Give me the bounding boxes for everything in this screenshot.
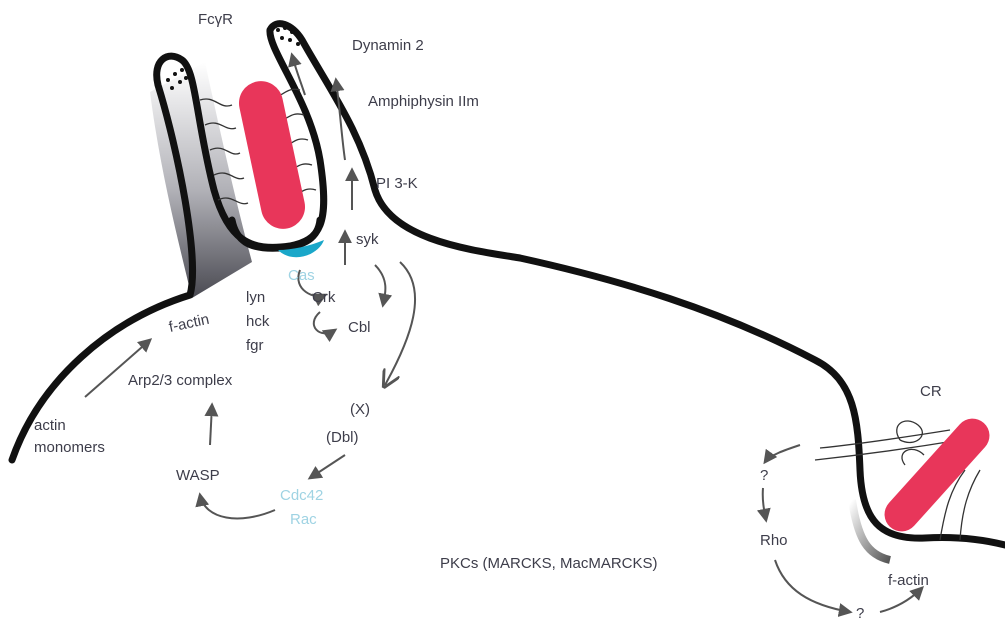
label-pkcs: PKCs (MARCKS, MacMARCKS) <box>440 555 658 572</box>
label-arp23: Arp2/3 complex <box>128 372 233 389</box>
label-dbl: (Dbl) <box>326 429 359 446</box>
label-crk: Crk <box>312 289 336 306</box>
label-rho: Rho <box>760 532 788 549</box>
label-q1: ? <box>760 467 768 484</box>
label-cbl: Cbl <box>348 319 371 336</box>
label-wasp: WASP <box>176 467 220 484</box>
label-pi3k: PI 3-K <box>376 175 418 192</box>
label-amphiphysin: Amphiphysin IIm <box>368 93 479 110</box>
label-syk: syk <box>356 231 379 248</box>
label-fgr: fgr <box>246 337 264 354</box>
label-factin-left: f-actin <box>167 311 211 336</box>
label-rac: Rac <box>290 511 317 528</box>
label-monomers: monomers <box>34 439 105 456</box>
label-hck: hck <box>246 313 270 330</box>
label-cas: Cas <box>288 267 315 284</box>
label-lyn: lyn <box>246 289 265 306</box>
label-q2: ? <box>856 605 864 622</box>
label-cr: CR <box>920 383 942 400</box>
label-dynamin: Dynamin 2 <box>352 37 424 54</box>
label-cdc42: Cdc42 <box>280 487 323 504</box>
label-x: (X) <box>350 401 370 418</box>
cell-membrane-left <box>12 24 1005 545</box>
opsonized-particle-right <box>878 412 997 539</box>
label-fcgr: FcγR <box>198 11 233 28</box>
label-factin-right: f-actin <box>888 572 929 589</box>
label-actin: actin <box>34 417 66 434</box>
